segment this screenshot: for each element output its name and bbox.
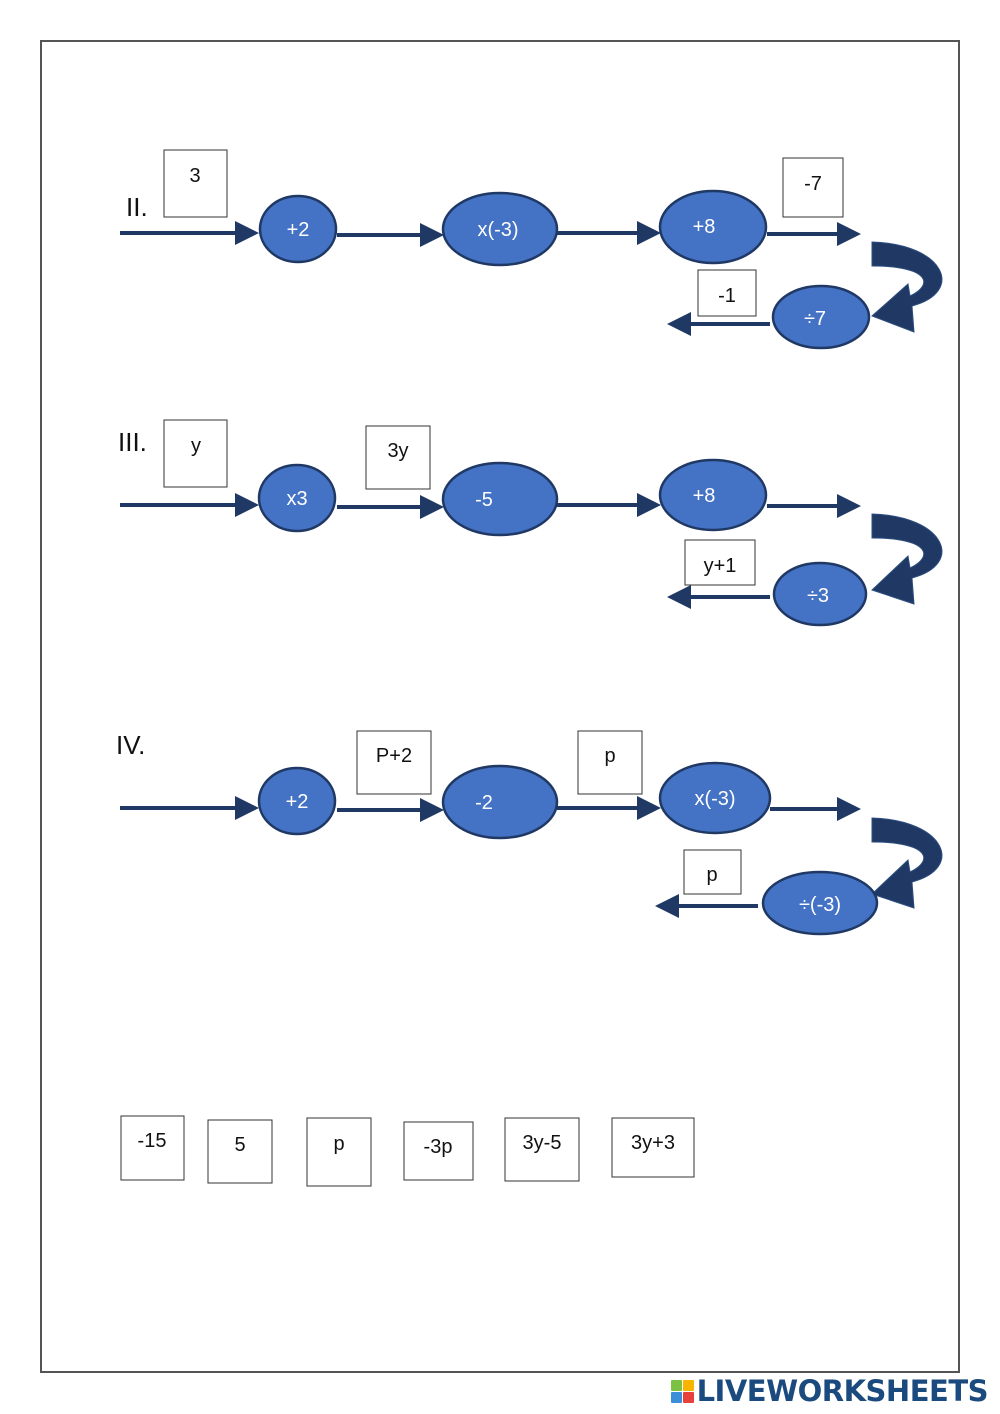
- answer-box[interactable]: [163, 149, 228, 218]
- box-text: y+1: [704, 555, 737, 577]
- box-text: p: [706, 864, 717, 886]
- operation-ellipse: [658, 761, 772, 835]
- operation-text: +8: [693, 485, 716, 507]
- draggable-answer[interactable]: [403, 1121, 474, 1181]
- operation-ellipse: [658, 458, 768, 532]
- row-ii: II. 3 +2 x(-3) +8 -7 -1 ÷7: [120, 149, 943, 350]
- row-iii: III. y x3 3y -5 +8 y+1 ÷3: [118, 419, 943, 627]
- answer-box[interactable]: [163, 419, 228, 488]
- logo-icon: [670, 1379, 694, 1403]
- operation-text: +2: [287, 219, 310, 241]
- box-text: -1: [718, 285, 736, 307]
- operation-text: x(-3): [477, 219, 518, 241]
- operation-ellipse: [258, 194, 338, 264]
- operation-ellipse: [441, 191, 559, 267]
- answer-box[interactable]: [683, 849, 742, 895]
- operation-text: -5: [475, 489, 493, 511]
- operation-ellipse: [257, 463, 337, 533]
- operation-text: x3: [286, 488, 307, 510]
- draggable-answer[interactable]: [504, 1117, 580, 1182]
- answer-box[interactable]: [697, 269, 757, 317]
- answer-box[interactable]: [356, 730, 432, 795]
- row-label: III.: [118, 427, 147, 457]
- box-text: 3y: [387, 440, 408, 462]
- answer-text: 5: [234, 1134, 245, 1156]
- row-label: II.: [126, 192, 148, 222]
- answer-box[interactable]: [782, 157, 844, 218]
- answer-box[interactable]: [365, 425, 431, 490]
- curved-arrow-icon: [871, 513, 943, 605]
- operation-text: +2: [286, 791, 309, 813]
- box-text: 3: [189, 165, 200, 187]
- operation-ellipse: [772, 561, 868, 627]
- draggable-answer[interactable]: [207, 1119, 273, 1184]
- draggable-answer[interactable]: [306, 1117, 372, 1187]
- operation-text: ÷3: [807, 585, 829, 607]
- draggable-answer[interactable]: [120, 1115, 185, 1181]
- answer-box[interactable]: [684, 539, 756, 586]
- operation-text: ÷7: [804, 308, 826, 330]
- operation-text: +8: [693, 216, 716, 238]
- answer-text: 3y+3: [631, 1132, 675, 1154]
- curved-arrow-icon: [871, 241, 943, 333]
- answer-box[interactable]: [577, 730, 643, 795]
- operation-ellipse: [761, 870, 879, 936]
- answer-text: p: [333, 1133, 344, 1155]
- row-iv: IV. +2 P+2 -2 p x(-3) p ÷(-3): [116, 730, 943, 936]
- answer-text: -15: [138, 1130, 167, 1152]
- box-text: P+2: [376, 745, 412, 767]
- operation-text: -2: [475, 792, 493, 814]
- liveworksheets-logo: LIVEWORKSHEETS: [670, 1374, 989, 1408]
- box-text: y: [191, 435, 201, 457]
- operation-text: ÷(-3): [799, 894, 841, 916]
- page-border: [40, 40, 960, 1373]
- operation-ellipse: [658, 189, 768, 265]
- brand-name: LIVEWORKSHEETS: [696, 1374, 989, 1408]
- answer-text: 3y-5: [523, 1132, 562, 1154]
- operation-ellipse: [771, 284, 871, 350]
- operation-ellipse: [441, 764, 559, 840]
- operation-text: x(-3): [694, 788, 735, 810]
- operation-ellipse: [257, 766, 337, 836]
- answer-text: -3p: [424, 1136, 453, 1158]
- row-label: IV.: [116, 730, 145, 760]
- answer-bank: -15 5 p -3p 3y-5 3y+3: [120, 1115, 695, 1187]
- box-text: p: [604, 745, 615, 767]
- box-text: -7: [804, 173, 822, 195]
- curved-arrow-icon: [871, 817, 943, 909]
- draggable-answer[interactable]: [611, 1117, 695, 1178]
- operation-ellipse: [441, 461, 559, 537]
